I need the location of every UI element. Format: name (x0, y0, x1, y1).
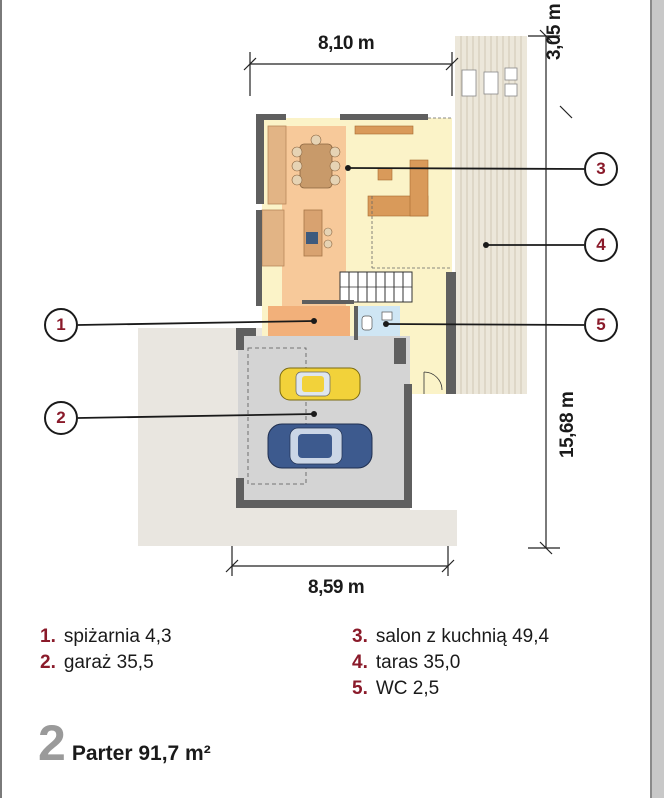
callout-dots (311, 165, 489, 417)
kitchen-furniture (261, 125, 341, 267)
garage (238, 336, 410, 506)
floor-title: 2 Parter 91,7 m² (38, 718, 211, 768)
dimension-lines (225, 29, 573, 576)
callout-1: 1 (44, 308, 78, 342)
legend-item-living-kitchen: 3. salon z kuchnią 49,4 (352, 624, 549, 650)
legend-item-wc: 5. WC 2,5 (352, 676, 549, 702)
wc-room (356, 306, 400, 336)
legend-text: taras 35,0 (375, 652, 461, 673)
walls (236, 114, 456, 508)
dimension-bottom-width: 8,59 m (308, 577, 365, 598)
legend-right: 3. salon z kuchnią 49,4 4. taras 35,0 5.… (352, 624, 549, 702)
legend-text: spiżarnia 4,3 (63, 626, 172, 647)
callout-4: 4 (584, 228, 618, 262)
car-yellow (279, 367, 361, 401)
legend-item-garage: 2. garaż 35,5 (40, 650, 172, 676)
left-border (0, 0, 2, 798)
floor-plan (77, 29, 585, 576)
legend-text: WC 2,5 (375, 678, 440, 699)
door-arc (423, 371, 443, 391)
legend-text: garaż 35,5 (63, 652, 154, 673)
callout-2: 2 (44, 401, 78, 435)
dimension-top-width: 8,10 m (318, 33, 375, 54)
callout-leaders (77, 167, 585, 419)
right-border-line (650, 0, 652, 798)
dimension-right-upper: 3,05 m (544, 3, 565, 60)
floor-name: Parter 91,7 m² (71, 742, 211, 765)
legend-number: 2. (40, 652, 56, 673)
right-border (652, 0, 664, 798)
stairs (339, 271, 413, 303)
living-furniture (354, 117, 452, 269)
legend-text: salon z kuchnią 49,4 (375, 626, 550, 647)
legend-number: 3. (352, 626, 368, 647)
legend-number: 4. (352, 652, 368, 673)
dimension-right-lower: 15,68 m (557, 391, 578, 458)
legend-item-pantry: 1. spiżarnia 4,3 (40, 624, 172, 650)
legend-number: 5. (352, 678, 368, 699)
callout-3: 3 (584, 152, 618, 186)
legend-item-terrace: 4. taras 35,0 (352, 650, 549, 676)
floor-number: 2 (38, 715, 66, 771)
terrace (455, 36, 527, 394)
callout-5: 5 (584, 308, 618, 342)
paving-lower (232, 510, 457, 546)
legend-left: 1. spiżarnia 4,3 2. garaż 35,5 (40, 624, 172, 676)
car-blue (267, 423, 373, 469)
legend-number: 1. (40, 626, 56, 647)
